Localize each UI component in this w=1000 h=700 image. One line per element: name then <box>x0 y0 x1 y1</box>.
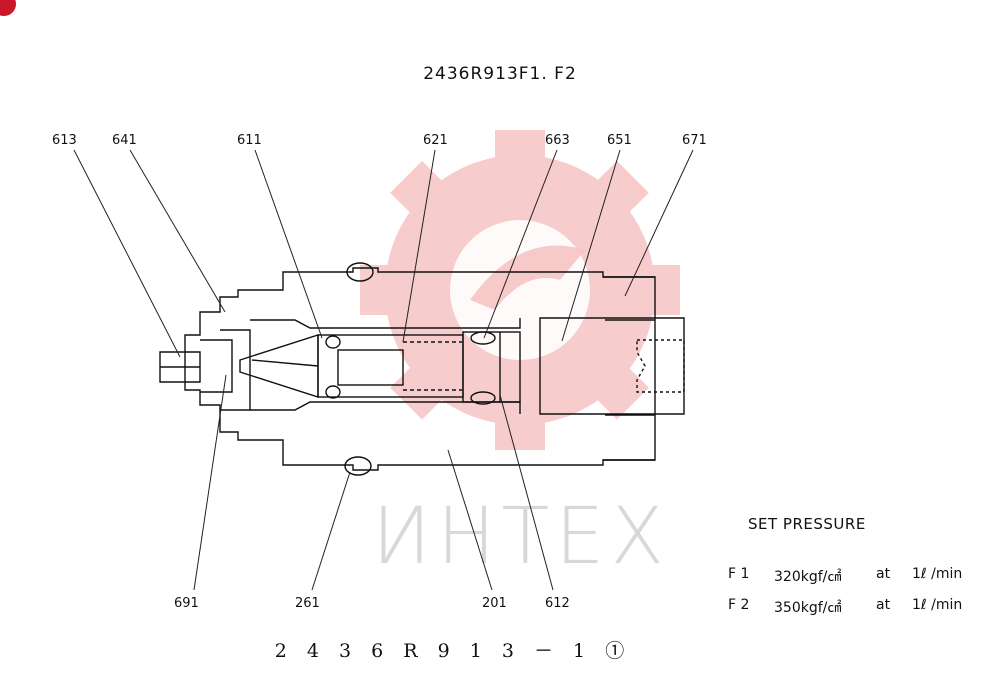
drawing-number: 2 4 3 6 R 9 1 3 － 1 ① <box>274 640 632 662</box>
legend-row-name: F 2 <box>728 597 750 613</box>
legend-row-f2: F 2 350kgf/㎠ at 1ℓ /min <box>728 597 988 617</box>
seat-641 <box>220 329 251 411</box>
legend-row-at: at <box>876 566 891 582</box>
legend-row-at: at <box>876 597 891 613</box>
legend-title: SET PRESSURE <box>748 515 866 533</box>
corner-badge <box>0 0 16 16</box>
part-label-201: 201 <box>482 596 507 611</box>
part-label-612: 612 <box>545 596 570 611</box>
legend-row-flow: 1ℓ /min <box>912 566 963 582</box>
part-label-621: 621 <box>423 133 448 148</box>
legend-row-f1: F 1 320kgf/㎠ at 1ℓ /min <box>728 566 988 586</box>
screw-651 <box>539 317 685 415</box>
part-label-641: 641 <box>112 133 137 148</box>
part-label-651: 651 <box>607 133 632 148</box>
legend-row-name: F 1 <box>728 566 750 582</box>
legend-row-flow: 1ℓ /min <box>912 597 963 613</box>
o-ring-261 <box>344 456 372 476</box>
watermark-text: ИНТЕХ <box>372 492 670 582</box>
plug-613 <box>159 351 201 383</box>
part-label-691: 691 <box>174 596 199 611</box>
o-ring-top <box>346 262 374 282</box>
inner-bore <box>250 318 521 414</box>
part-label-671: 671 <box>682 133 707 148</box>
part-label-613: 613 <box>52 133 77 148</box>
poppet-611 <box>239 334 319 398</box>
part-label-663: 663 <box>545 133 570 148</box>
drawing-title: 2436R913F1. F2 <box>423 64 577 84</box>
legend-row-pressure: 320kgf/㎠ <box>774 569 842 585</box>
part-label-611: 611 <box>237 133 262 148</box>
valve-body-outline <box>184 267 656 471</box>
leader-lines <box>73 149 694 591</box>
part-label-261: 261 <box>295 596 320 611</box>
nut-671 <box>603 276 655 461</box>
legend-row-pressure: 350kgf/㎠ <box>774 600 842 616</box>
